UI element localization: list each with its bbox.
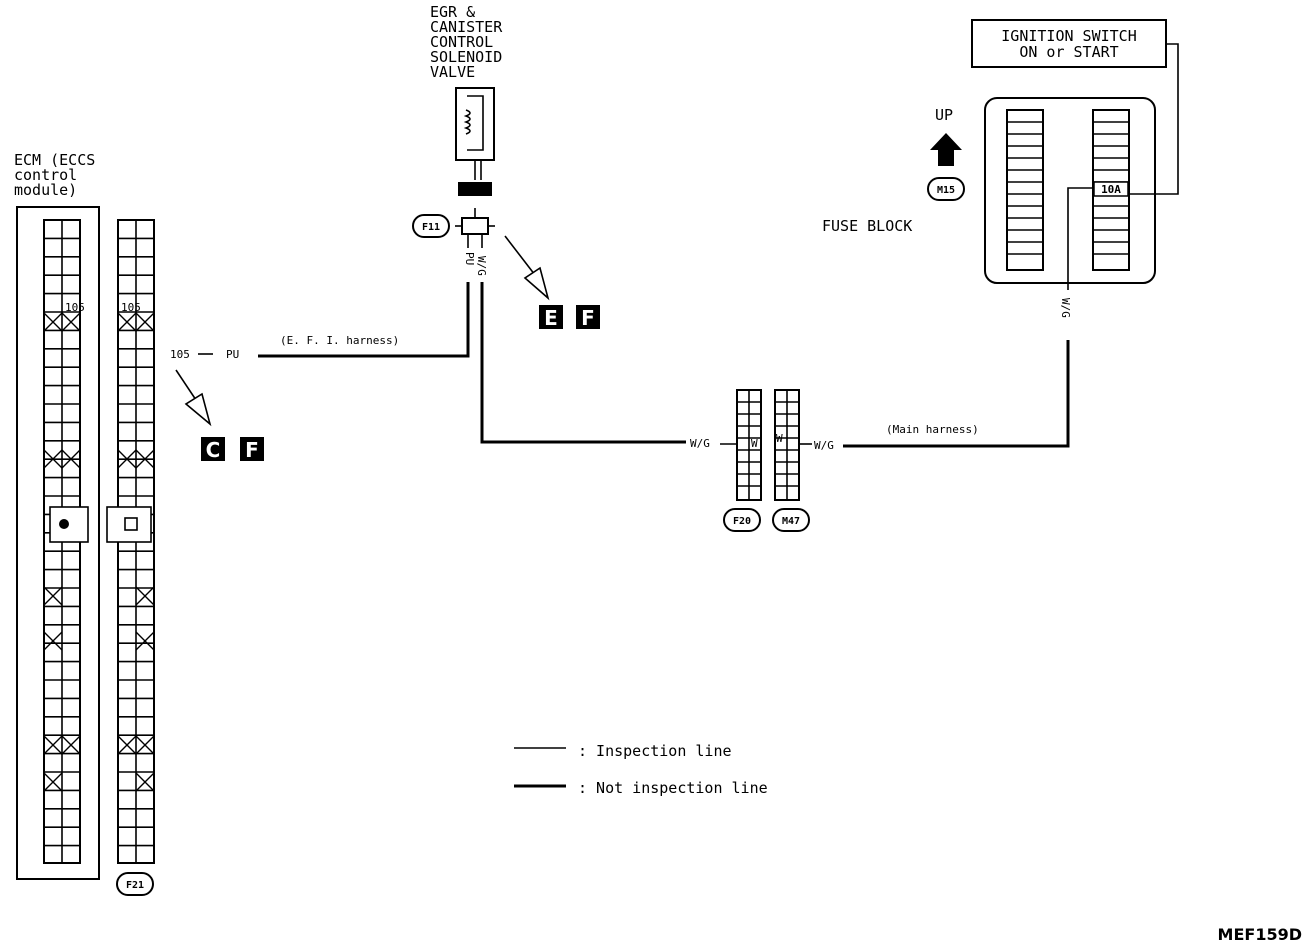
fuse-10a [1093,181,1129,197]
f20-badge [723,508,761,532]
pu-wire-label-vertical: PU [463,252,476,265]
f11-connector: F11 [412,208,495,248]
fuse-column-left [1006,109,1044,271]
ecm-pin-left-label: 105 [65,301,85,314]
legend: : Inspection line : Not inspection line [514,742,768,797]
ecm-right-key-square-icon [124,517,138,531]
ecm-label-line-2: control [14,166,77,184]
f21-badge [116,872,154,896]
solenoid-connector [458,182,492,196]
unused-pin-cross-icon [61,735,81,755]
f21-label: F21 [126,880,144,891]
m15-label: M15 [937,185,955,196]
m47-badge [772,508,810,532]
solenoid-ref-arrow [504,235,550,301]
ignition-line-1: IGNITION SWITCH [1001,27,1136,45]
unused-pin-cross-icon [117,735,137,755]
fuse-feed-wire [1067,187,1128,290]
wg-wire-f11-f20 [480,282,686,444]
ref-box-c [201,437,225,461]
unused-pin-cross-icon [61,312,81,332]
solenoid-label: EGR & CANISTER CONTROL SOLENOID VALVE [430,3,503,81]
wg-label-right: W/G [814,439,834,452]
fuse-rating-label: 10A [1101,183,1121,196]
legend-inspection-label: : Inspection line [578,742,732,760]
figure-code: MEF159D [1218,925,1302,944]
wg-wire-label-vertical: W/G [475,256,488,276]
pu-wire [258,282,470,358]
f20-connector-grid: W [736,389,762,501]
solenoid-label-line-2: CANISTER [430,18,503,36]
f20-pin-label: W [751,437,758,450]
unused-pin-cross-icon [135,449,155,469]
ecm-unused-pins [43,312,155,792]
ref-box-f-ecm [240,437,264,461]
ignition-wire [1128,43,1179,195]
m47-label: M47 [782,516,800,527]
ecm-connector-right: 105 [106,219,155,864]
unused-pin-cross-icon [117,312,137,332]
ecm-label-line-1: ECM (ECCS [14,151,95,169]
ignition-line-2: ON or START [1019,43,1118,61]
ecm-housing [16,206,100,880]
unused-pin-cross-icon [43,312,63,332]
unused-pin-cross-icon [135,735,155,755]
pu-wire-label: PU [226,348,239,361]
ref-box-f-ecm-letter: F [245,438,259,462]
wg-label-left: W/G [690,437,710,450]
ref-box-f-solenoid [576,305,600,329]
fuse-block-label: FUSE BLOCK [822,217,912,235]
unused-pin-cross-icon [135,772,155,792]
unused-pin-cross-icon [135,586,155,606]
solenoid-label-line-3: CONTROL [430,33,493,51]
unused-pin-cross-icon [43,772,63,792]
unused-pin-cross-icon [135,631,155,651]
unused-pin-cross-icon [135,312,155,332]
ref-box-f-solenoid-letter: F [581,306,595,330]
unused-pin-cross-icon [61,449,81,469]
wg-fuse-label: W/G [1059,298,1072,318]
ecm-ref-arrow [175,369,212,427]
solenoid-label-line-5: VALVE [430,63,475,81]
ecm-pin-label: 105 [170,348,190,361]
unused-pin-cross-icon [43,586,63,606]
unused-pin-cross-icon [43,735,63,755]
ecm-left-key-dot-icon [59,519,69,529]
up-arrow-icon [930,133,962,166]
legend-not-inspection-label: : Not inspection line [578,779,768,797]
solenoid-label-line-1: EGR & [430,3,475,21]
m47-pin-label: W [776,432,783,445]
m47-connector-grid: W [774,389,800,501]
ecm-pin-right-label: 105 [121,301,141,314]
up-label: UP [935,106,953,124]
ref-box-e-letter: E [544,306,558,330]
f11-label: F11 [422,222,440,233]
f20-label: F20 [733,516,751,527]
ecm-label-line-3: module) [14,181,77,199]
main-harness-label: (Main harness) [886,423,979,436]
wg-wire-m47-fuse [843,340,1070,448]
solenoid-label-line-4: SOLENOID [430,48,502,66]
m15-badge [927,177,965,201]
unused-pin-cross-icon [43,631,63,651]
ref-box-c-letter: C [206,438,221,462]
unused-pin-cross-icon [117,449,137,469]
unused-pin-cross-icon [43,449,63,469]
ecm-left-key [49,506,89,543]
solenoid-valve [455,87,495,196]
ref-box-e [539,305,563,329]
efi-harness-label: (E. F. I. harness) [280,334,399,347]
fuse-block [984,97,1156,284]
ecm-right-key [106,506,152,543]
coil-icon [463,109,471,135]
